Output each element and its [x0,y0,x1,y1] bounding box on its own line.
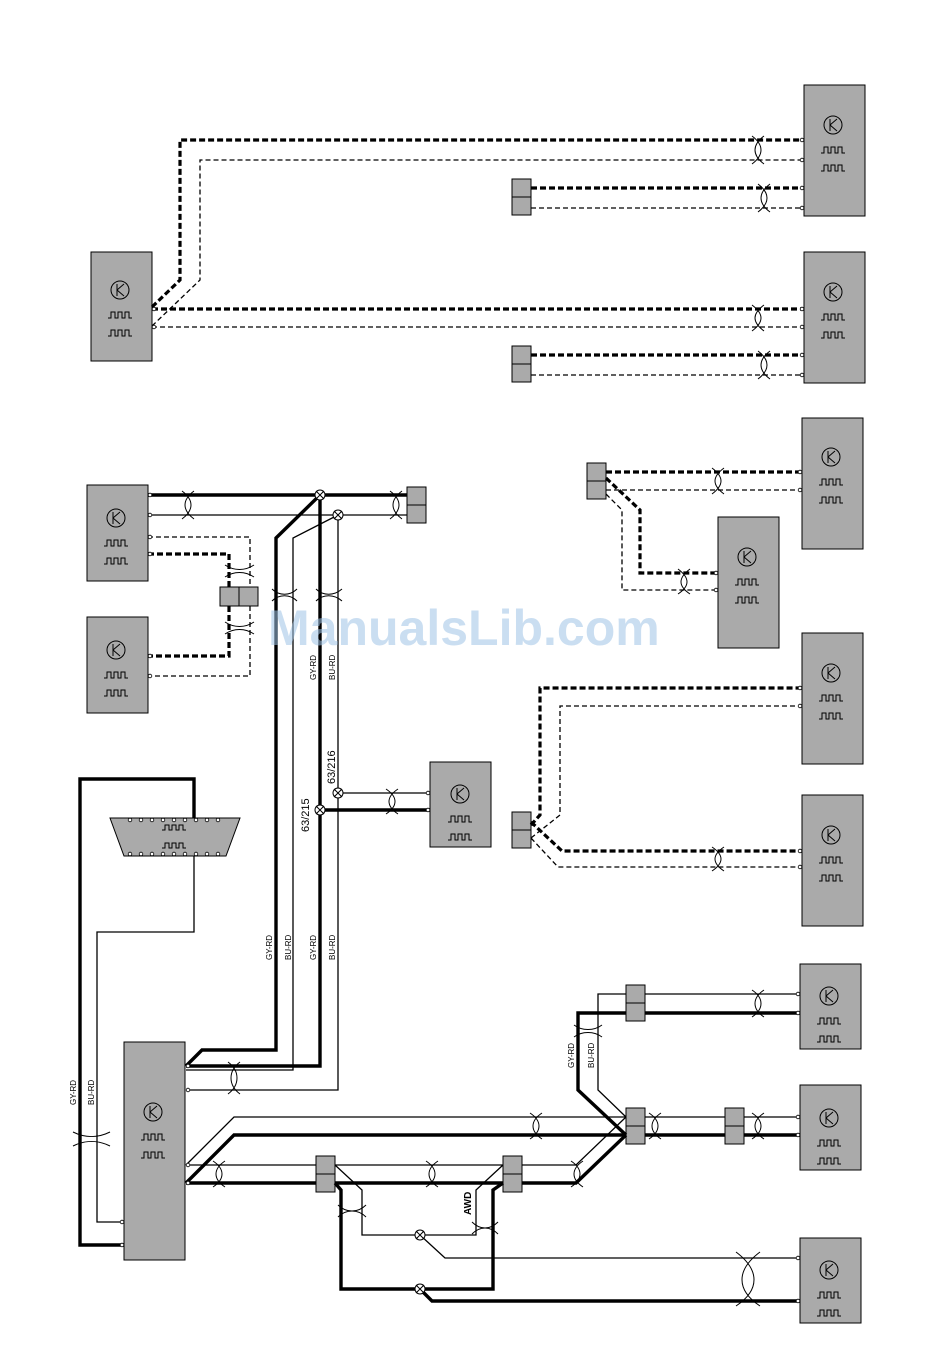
module-right-4 [802,633,863,764]
module-middle-right [718,517,779,648]
wire-color-label: GY-RD [69,1080,78,1105]
module-right-3 [802,418,863,549]
wire-color-label: GY-RD [265,935,274,960]
wire-color-label: BU-RD [87,1079,96,1105]
wire-color-label: BU-RD [328,654,337,680]
wire-color-label: BU-RD [284,934,293,960]
wire-color-label: GY-RD [567,1043,576,1068]
watermark: ManualsLib.com [268,600,660,656]
top-network-wires [152,140,804,375]
module-top-left [91,252,152,361]
connector-blocks [220,179,744,1192]
wire-color-label: GY-RD [309,655,318,680]
module-left-lower [87,617,148,713]
connector-code-label: 63/216 [326,750,338,784]
module-center [430,762,491,847]
module-central-electronic [124,1042,185,1260]
module-top-right-2 [804,252,865,383]
diagnostic-connector [110,818,240,856]
wire-color-label: BU-RD [328,934,337,960]
module-left-upper [87,485,148,581]
connector-code-label: 63/215 [300,798,312,832]
module-right-5 [802,795,863,926]
module-right-7 [800,1085,861,1170]
wire-color-label: BU-RD [587,1042,596,1068]
lower-network-wires [186,994,800,1301]
module-top-right-1 [804,85,865,216]
module-right-8 [800,1238,861,1323]
awd-label: AWD [463,1192,474,1215]
module-right-6 [800,964,861,1049]
wire-color-label: GY-RD [309,935,318,960]
control-modules [87,85,865,1323]
